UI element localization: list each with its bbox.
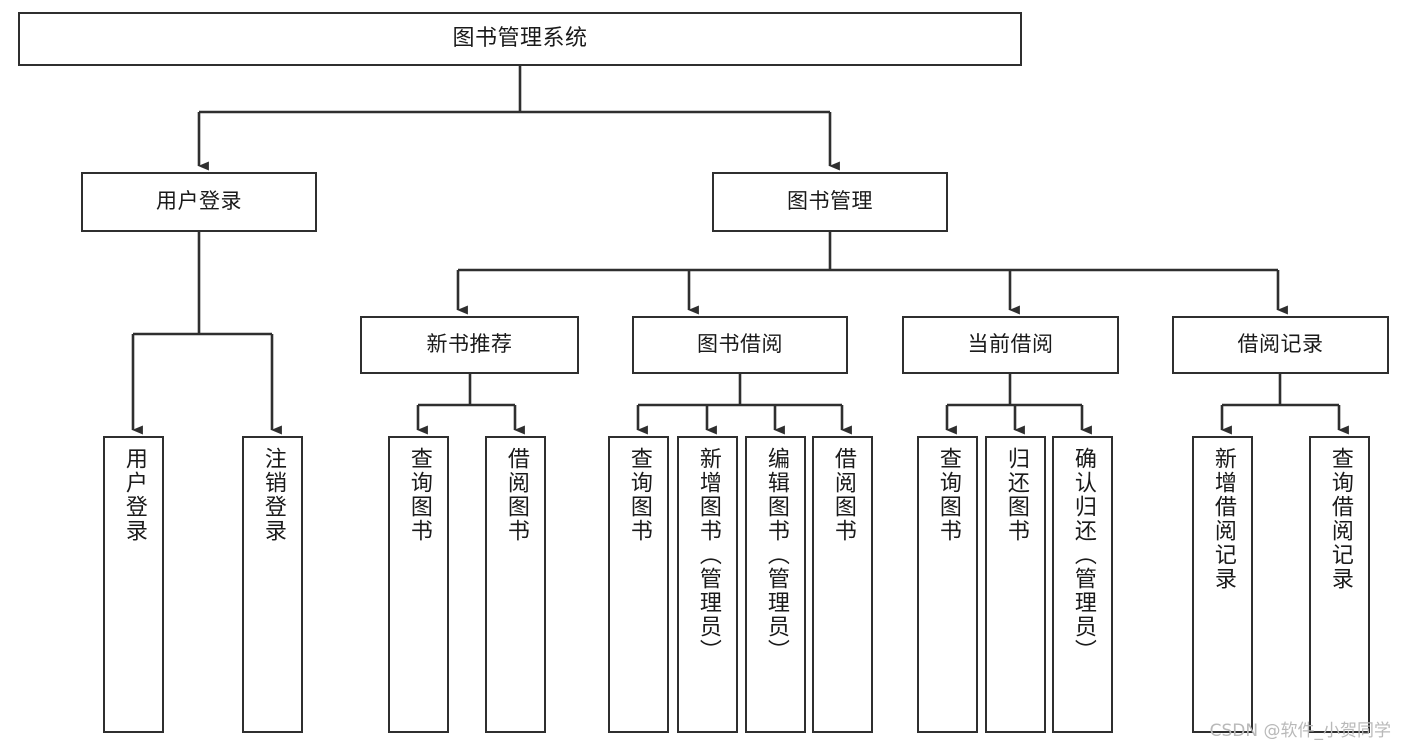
node-root-label: 图书管理系统 <box>452 25 588 51</box>
node-leaf-user-login[interactable]: 用户登录 <box>103 436 164 733</box>
node-root[interactable]: 图书管理系统 <box>18 12 1022 66</box>
node-leaf-user-logout-label: 注销登录 <box>260 447 286 543</box>
node-leaf-add-record[interactable]: 新增借阅记录 <box>1192 436 1253 733</box>
node-current-borrow[interactable]: 当前借阅 <box>902 316 1119 374</box>
node-leaf-query-book-1-label: 查询图书 <box>406 447 432 543</box>
node-book-manage[interactable]: 图书管理 <box>712 172 948 232</box>
node-leaf-user-login-label: 用户登录 <box>121 447 147 543</box>
node-new-book-recommend-label: 新书推荐 <box>426 332 513 357</box>
node-leaf-add-book-label: 新增图书（管理员） <box>695 447 721 663</box>
node-leaf-edit-book[interactable]: 编辑图书（管理员） <box>745 436 806 733</box>
node-leaf-query-record[interactable]: 查询借阅记录 <box>1309 436 1370 733</box>
node-book-borrow[interactable]: 图书借阅 <box>632 316 848 374</box>
node-book-manage-label: 图书管理 <box>787 189 873 214</box>
node-leaf-return-book-label: 归还图书 <box>1003 447 1029 543</box>
node-leaf-confirm-return[interactable]: 确认归还（管理员） <box>1052 436 1113 733</box>
node-new-book-recommend[interactable]: 新书推荐 <box>360 316 579 374</box>
node-leaf-query-book-2-label: 查询图书 <box>626 447 652 543</box>
node-leaf-borrow-book-2-label: 借阅图书 <box>830 447 856 543</box>
node-leaf-edit-book-label: 编辑图书（管理员） <box>763 447 789 663</box>
node-leaf-query-book-3[interactable]: 查询图书 <box>917 436 978 733</box>
node-leaf-query-record-label: 查询借阅记录 <box>1327 447 1353 591</box>
node-leaf-borrow-book-2[interactable]: 借阅图书 <box>812 436 873 733</box>
node-leaf-borrow-book-1-label: 借阅图书 <box>503 447 529 543</box>
node-leaf-return-book[interactable]: 归还图书 <box>985 436 1046 733</box>
node-user-login[interactable]: 用户登录 <box>81 172 317 232</box>
node-borrow-record[interactable]: 借阅记录 <box>1172 316 1389 374</box>
node-book-borrow-label: 图书借阅 <box>697 332 783 357</box>
csdn-watermark: CSDN @软件_小贺同学 <box>1209 721 1391 741</box>
node-leaf-confirm-return-label: 确认归还（管理员） <box>1070 447 1096 663</box>
node-borrow-record-label: 借阅记录 <box>1237 332 1324 357</box>
node-leaf-add-book[interactable]: 新增图书（管理员） <box>677 436 738 733</box>
node-leaf-user-logout[interactable]: 注销登录 <box>242 436 303 733</box>
node-leaf-query-book-1[interactable]: 查询图书 <box>388 436 449 733</box>
node-leaf-query-book-2[interactable]: 查询图书 <box>608 436 669 733</box>
node-user-login-label: 用户登录 <box>156 189 242 214</box>
node-leaf-query-book-3-label: 查询图书 <box>935 447 961 543</box>
node-current-borrow-label: 当前借阅 <box>967 332 1054 357</box>
node-leaf-borrow-book-1[interactable]: 借阅图书 <box>485 436 546 733</box>
node-leaf-add-record-label: 新增借阅记录 <box>1210 447 1236 591</box>
